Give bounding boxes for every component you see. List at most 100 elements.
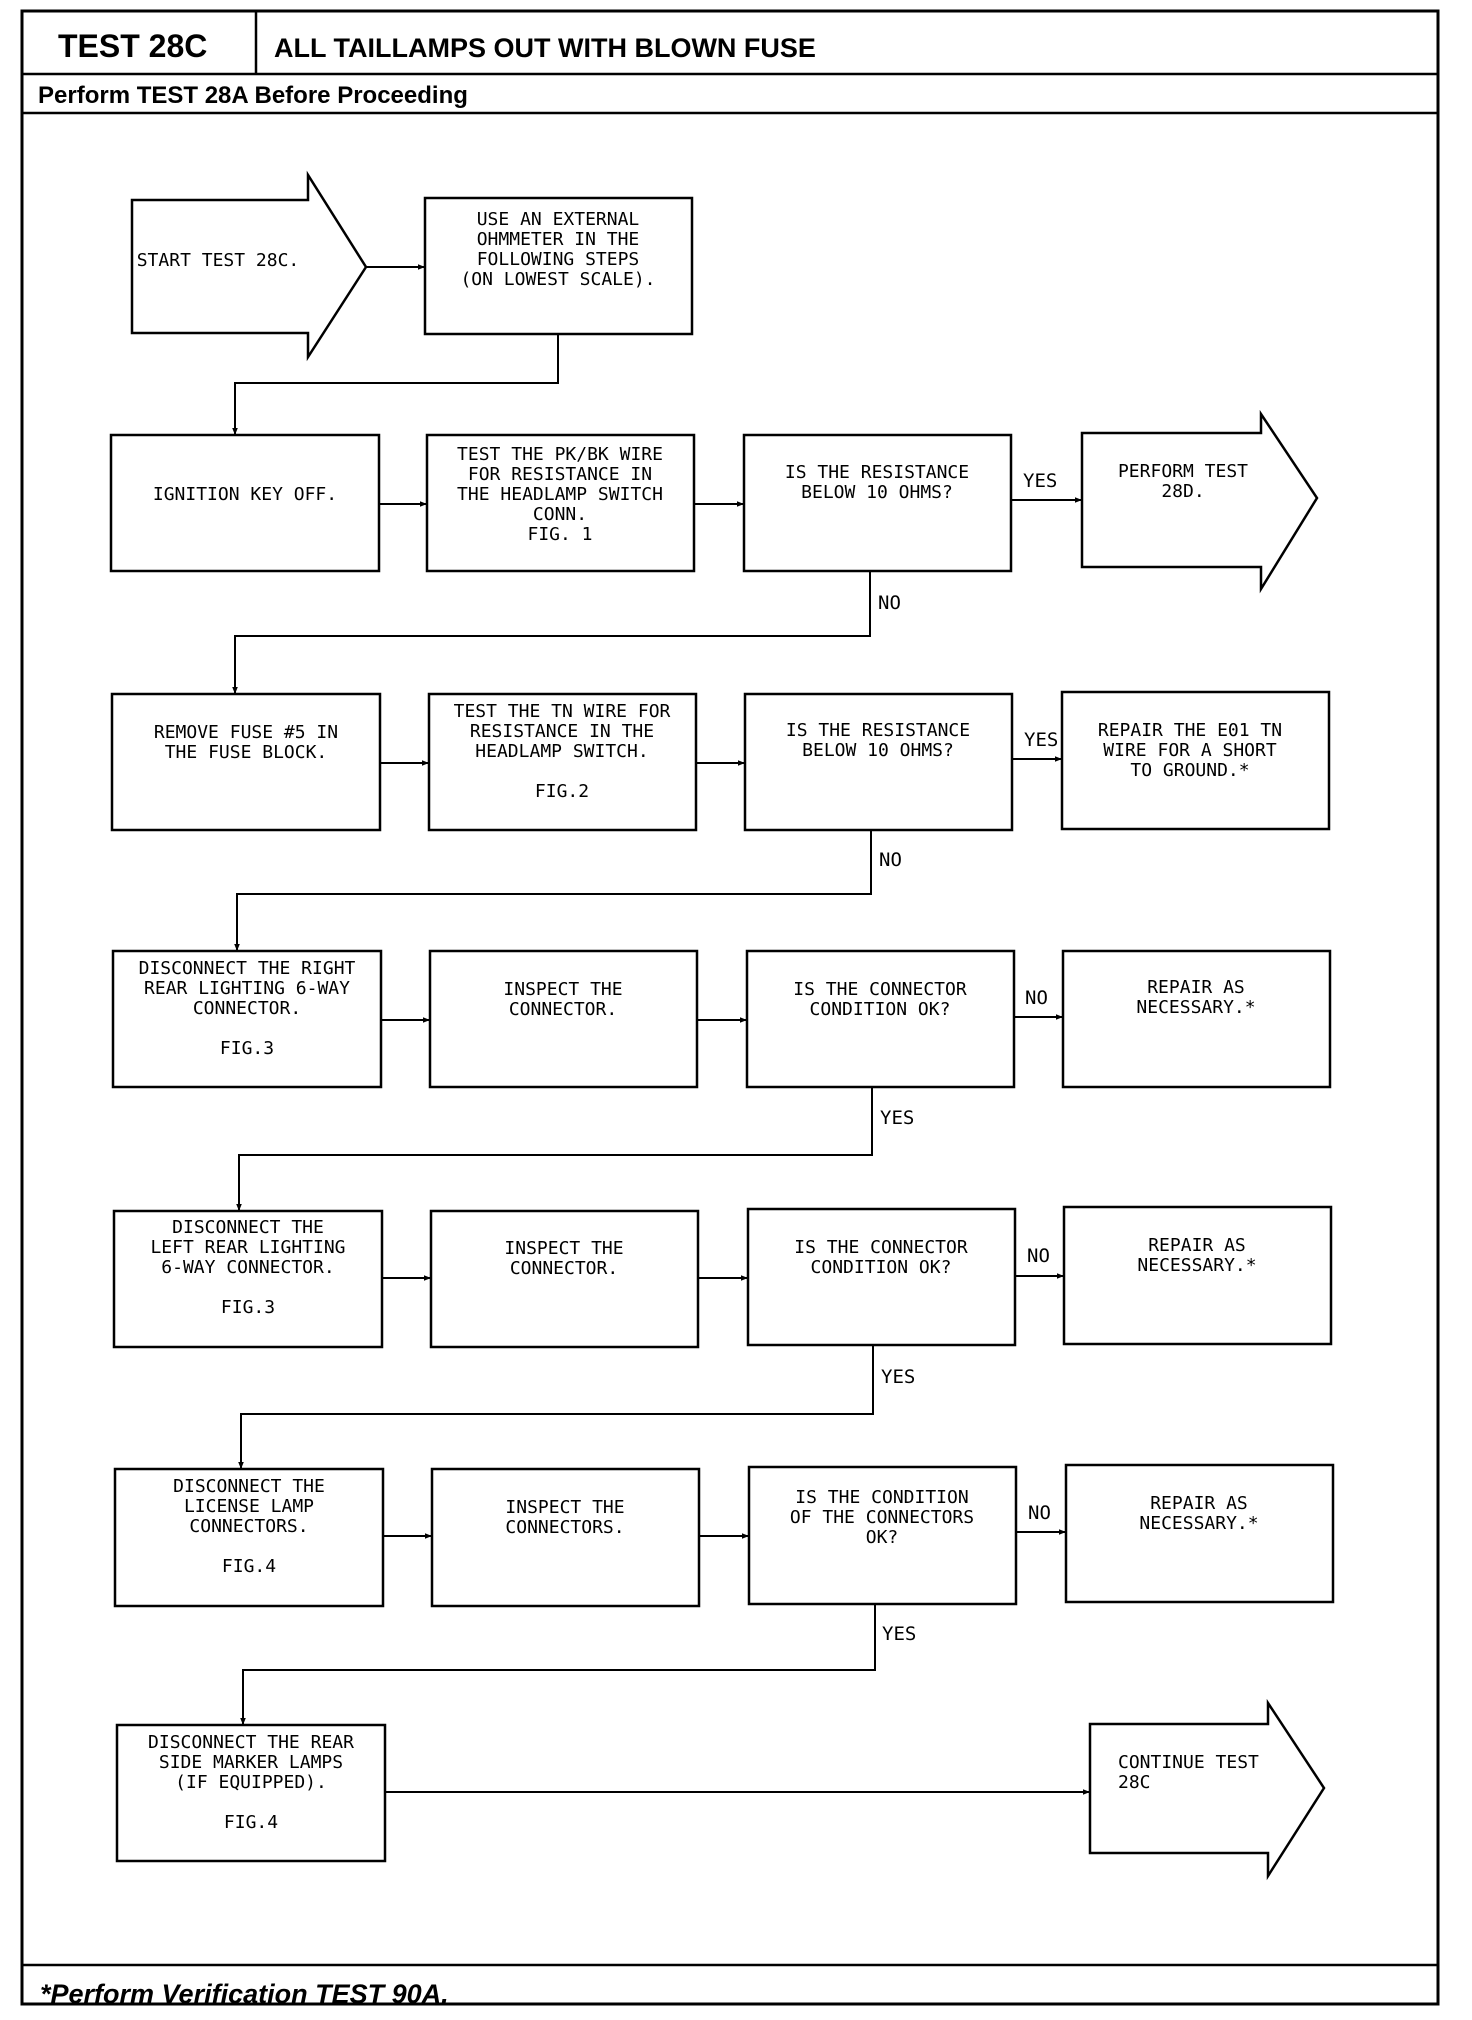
no-label-3: NO (1025, 987, 1048, 1009)
yes-label-4: YES (881, 1366, 915, 1388)
box-text-line: PERFORM TEST (1118, 461, 1248, 482)
box-text-line: IS THE RESISTANCE (786, 720, 970, 741)
box-text-line: 28D. (1161, 481, 1204, 502)
box-text-line: CONNECTOR. (509, 999, 617, 1020)
box-text-line: REPAIR AS (1150, 1493, 1248, 1514)
box-text-line: THE HEADLAMP SWITCH (457, 484, 663, 505)
box-text-line: REPAIR AS (1148, 1235, 1246, 1256)
connector-question-1-box (745, 949, 1016, 1089)
box-text-line: REMOVE FUSE #5 IN (154, 722, 338, 743)
box-text-line: USE AN EXTERNAL (477, 209, 640, 230)
box-text-line: BELOW 10 OHMS? (802, 740, 954, 761)
box-text-line: 28C (1118, 1772, 1151, 1793)
box-text-line: INSPECT THE (505, 1497, 624, 1518)
box-text-line: SIDE MARKER LAMPS (159, 1752, 343, 1773)
disconnect-left-rear-box (112, 1209, 384, 1349)
test-tn-wire-box (427, 692, 698, 832)
disconnect-side-marker-box (115, 1723, 387, 1863)
test-pkbk-wire-box (425, 433, 696, 573)
box-text-line: DISCONNECT THE RIGHT (139, 958, 356, 979)
box-text-line: FIG.4 (222, 1556, 276, 1577)
box-text-line: IS THE CONNECTOR (794, 1237, 968, 1258)
box-text-line: CONNECTORS. (189, 1516, 308, 1537)
box-text-line: THE FUSE BLOCK. (165, 742, 328, 763)
test-id: TEST 28C (58, 28, 207, 64)
footer-note: *Perform Verification TEST 90A. (40, 1979, 449, 2009)
box-text-line: INSPECT THE (504, 1238, 623, 1259)
box-text-line: FIG. 1 (527, 524, 592, 545)
repair-e01-box (1060, 690, 1331, 831)
box-text-line: NECESSARY.* (1139, 1513, 1258, 1534)
no-label-5: NO (1028, 1502, 1051, 1524)
box-text-line: LICENSE LAMP (184, 1496, 314, 1517)
repair-necessary-1-box (1061, 949, 1332, 1089)
box-text-line: TEST THE PK/BK WIRE (457, 444, 663, 465)
continue-28c-arrow-box (1088, 1698, 1326, 1881)
disconnect-license-lamp-box (113, 1467, 385, 1608)
box-text-line: (IF EQUIPPED). (175, 1772, 327, 1793)
box-text-line: CONNECTOR. (193, 998, 301, 1019)
box-text-line: FIG.4 (224, 1812, 278, 1833)
box-text-line: RESISTANCE IN THE (470, 721, 654, 742)
box-text-line: FIG.3 (220, 1038, 274, 1059)
connector-question-3-box (747, 1465, 1018, 1606)
start-arrow-box (130, 170, 368, 362)
remove-fuse-box (110, 692, 382, 832)
resistance-question-2-box (743, 692, 1014, 832)
box-text-line: CONDITION OK? (811, 1257, 952, 1278)
box-text-line: OF THE CONNECTORS (790, 1507, 974, 1528)
ignition-text: IGNITION KEY OFF. (153, 484, 337, 505)
yes-label-5: YES (882, 1623, 916, 1645)
box-text-line: (ON LOWEST SCALE). (460, 269, 655, 290)
perform-28d-arrow-box (1080, 409, 1319, 594)
box-text-line: FOLLOWING STEPS (477, 249, 640, 270)
box-text-line: FOR RESISTANCE IN (468, 464, 652, 485)
box-text-line: NECESSARY.* (1137, 1255, 1256, 1276)
box-text-line: CONN. (533, 504, 587, 525)
box-text-line: REPAIR AS (1147, 977, 1245, 998)
box-text-line: IGNITION KEY OFF. (153, 484, 337, 505)
box-text-line: IS THE RESISTANCE (785, 462, 969, 483)
yes-label-1: YES (1023, 470, 1057, 492)
box-text-line: CONTINUE TEST (1118, 1752, 1259, 1773)
box-text-line: CONNECTOR. (510, 1258, 618, 1279)
yes-label-3: YES (880, 1107, 914, 1129)
connectors (232, 264, 1090, 1795)
no-label-2: NO (879, 849, 902, 871)
box-text-line: OK? (866, 1527, 899, 1548)
resistance-question-1-box (742, 433, 1013, 573)
start-text: START TEST 28C. (137, 250, 300, 271)
no-label-4: NO (1027, 1245, 1050, 1267)
ignition-key-off-box (109, 433, 381, 573)
box-text-line: FIG.3 (221, 1297, 275, 1318)
inspect-connectors-3-box (430, 1467, 701, 1608)
yes-label-2: YES (1024, 729, 1058, 751)
repair-necessary-3-box (1064, 1463, 1335, 1604)
no-label-1: NO (878, 592, 901, 614)
box-text-line: TEST THE TN WIRE FOR (454, 701, 671, 722)
box-text-line: DISCONNECT THE (172, 1217, 324, 1238)
box-text-line: START TEST 28C. (137, 250, 300, 271)
page-subtitle: Perform TEST 28A Before Proceeding (38, 82, 468, 109)
box-text-line: REPAIR THE E01 TN (1098, 720, 1282, 741)
box-text-line: OHMMETER IN THE (477, 229, 640, 250)
box-text-line: TO GROUND.* (1130, 760, 1249, 781)
